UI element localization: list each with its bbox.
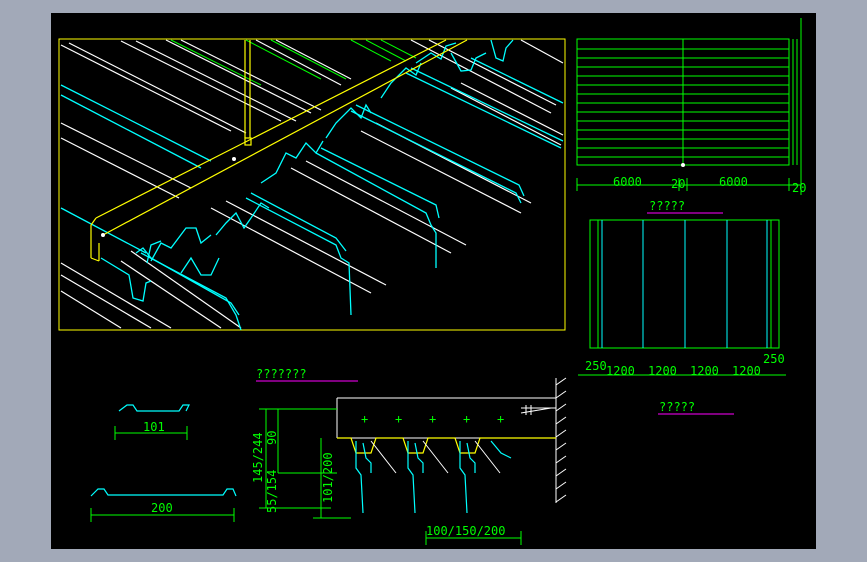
plan-dim-left: 6000 xyxy=(613,175,642,189)
elev-dim-2: 1200 xyxy=(648,364,677,378)
dim-depth: 90 xyxy=(265,431,279,445)
isometric-frame xyxy=(58,38,566,331)
plan-dim-mid: 20 xyxy=(671,177,685,191)
svg-text:+: + xyxy=(429,412,436,426)
node-marker xyxy=(232,157,236,161)
large-profile-width: 200 xyxy=(151,501,173,515)
cad-drawing-area: 6000 20 6000 20 ????? 250 250 1200 1200 … xyxy=(51,13,816,549)
small-profile-width: 101 xyxy=(143,420,165,434)
svg-text:+: + xyxy=(463,412,470,426)
cad-drawing: 6000 20 6000 20 ????? 250 250 1200 1200 … xyxy=(58,18,806,545)
elev-dim-left-edge: 250 xyxy=(585,359,607,373)
plan-title: ????? xyxy=(649,199,685,213)
deck-profile xyxy=(337,437,556,454)
plan-view: 6000 20 6000 20 ????? xyxy=(576,18,806,214)
joist-lines xyxy=(60,39,564,329)
dim-rib: 101/200 xyxy=(321,452,335,503)
svg-text:+: + xyxy=(395,412,402,426)
section-detail: ??????? + + + + + xyxy=(251,367,567,545)
green-guide-lines xyxy=(170,39,417,86)
elev-dim-4: 1200 xyxy=(732,364,761,378)
dim-spacing: 100/150/200 xyxy=(426,524,505,538)
large-profile xyxy=(90,488,237,497)
concrete-slab xyxy=(336,397,556,439)
plan-dim-end: 20 xyxy=(792,181,806,195)
isometric-view xyxy=(58,38,566,331)
elev-dim-3: 1200 xyxy=(690,364,719,378)
elevation-title: ????? xyxy=(659,400,695,414)
elev-dim-right-edge: 250 xyxy=(763,352,785,366)
dim-height-total: 145/244 xyxy=(251,432,265,483)
node-marker xyxy=(101,233,105,237)
deck-profiles xyxy=(60,39,564,331)
wall xyxy=(555,377,567,503)
section-dim-lines xyxy=(259,408,522,545)
small-profile xyxy=(118,404,190,412)
section-title: ??????? xyxy=(256,367,307,381)
dim-lower: 55/154 xyxy=(265,470,279,513)
profile-sketches: 101 200 xyxy=(90,404,237,522)
plan-dim-right: 6000 xyxy=(719,175,748,189)
rebar-marks: + + + + + xyxy=(361,412,504,426)
joist-hangers xyxy=(355,440,512,514)
node-marker xyxy=(681,163,685,167)
svg-text:+: + xyxy=(497,412,504,426)
panel-elevation: 250 250 1200 1200 1200 1200 ????? xyxy=(578,219,786,415)
main-beam xyxy=(90,39,468,262)
elev-dim-1: 1200 xyxy=(606,364,635,378)
svg-text:+: + xyxy=(361,412,368,426)
